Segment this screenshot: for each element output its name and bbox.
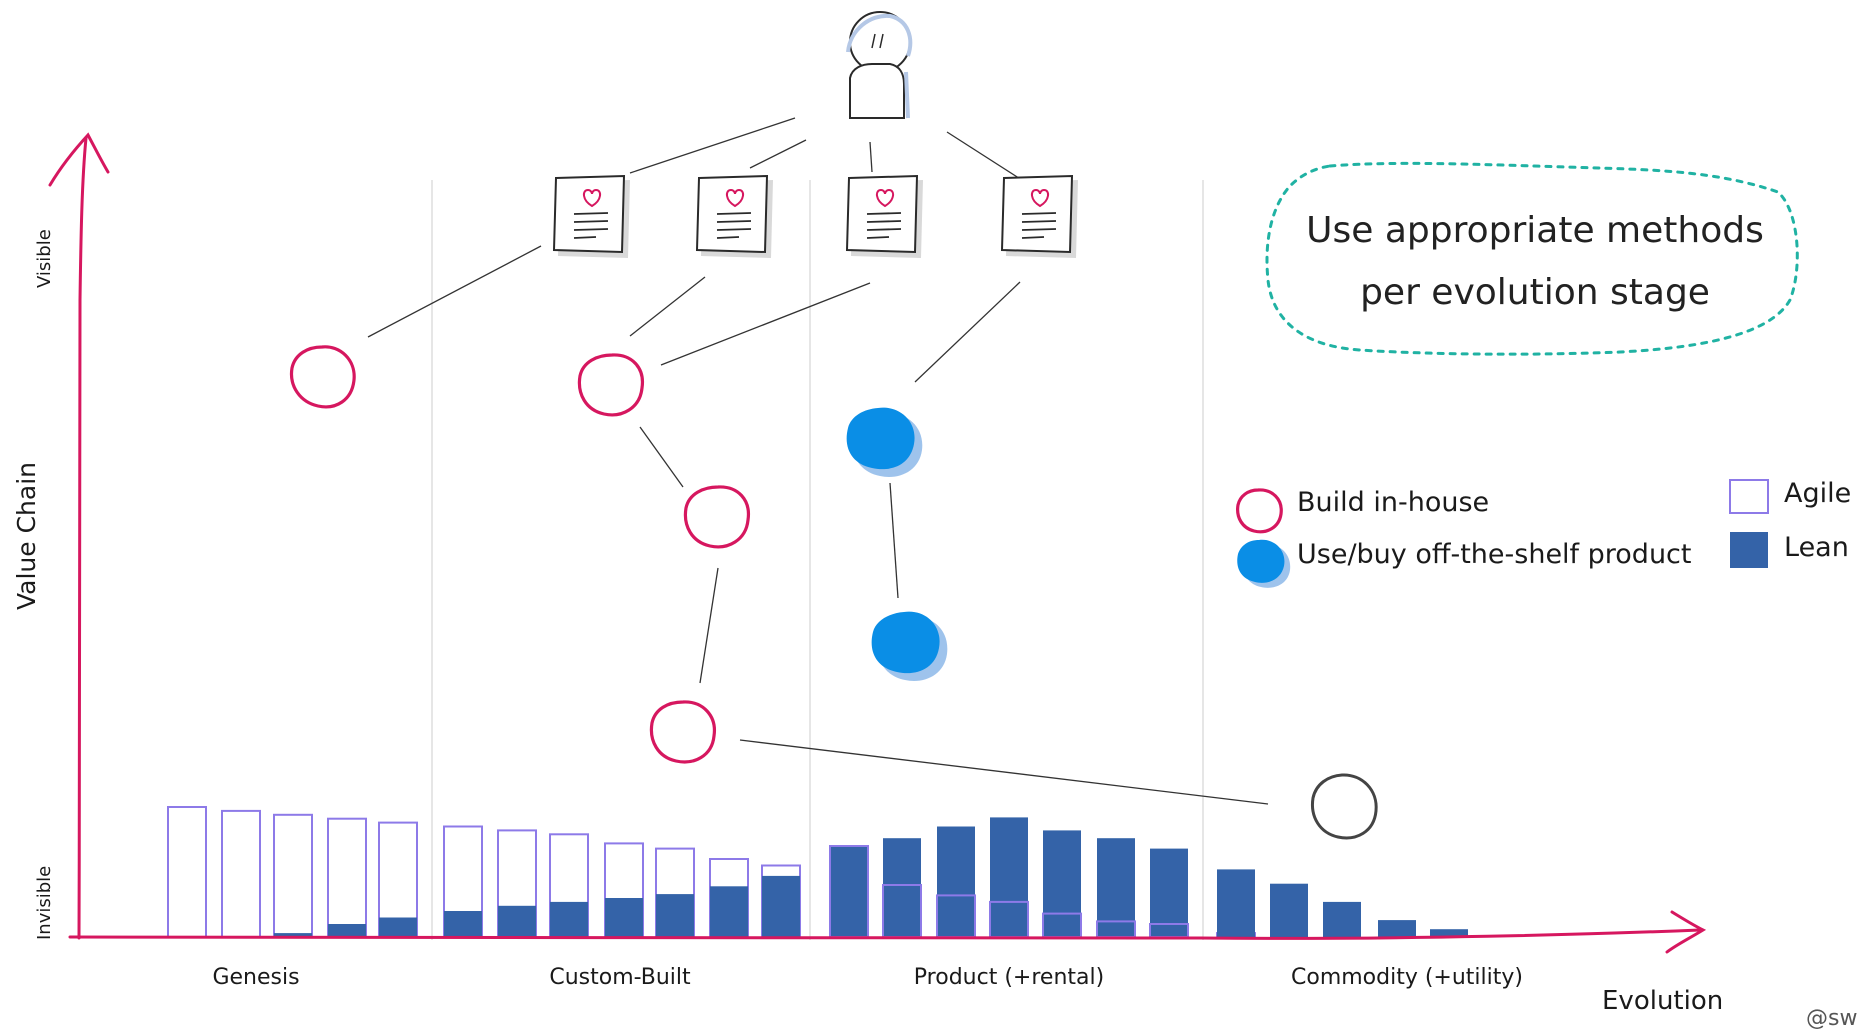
connector [367, 245, 542, 338]
document-icon [552, 174, 630, 258]
note-text: Use appropriate methods per evolution st… [1290, 200, 1780, 324]
lean-bar [1150, 848, 1188, 937]
y-axis-label: Value Chain [12, 461, 41, 610]
lean-bar [379, 917, 417, 937]
lean-bar [1217, 869, 1255, 937]
connector [629, 276, 706, 337]
lean-bar [710, 886, 748, 937]
lean-bar [1378, 920, 1416, 937]
buy-node [846, 407, 915, 470]
lean-bar [328, 924, 366, 937]
legend-build-label: Build in-house [1297, 487, 1490, 518]
lean-bar [1430, 929, 1468, 937]
build-node [683, 485, 750, 549]
note-line-2: per evolution stage [1360, 272, 1710, 313]
agile-bar [221, 809, 261, 939]
lean-bar [883, 838, 921, 937]
connector [889, 482, 899, 599]
connector [739, 739, 1269, 805]
connector [869, 141, 873, 173]
lean-bar [1270, 883, 1308, 937]
connector [749, 139, 807, 169]
x-axis-arrowhead [1665, 910, 1707, 954]
document-icon [695, 174, 773, 258]
agile-bar [327, 817, 367, 939]
stage-genesis: Genesis [212, 965, 300, 990]
user-figure-icon [846, 11, 913, 119]
y-axis-arrowhead [48, 132, 110, 187]
y-axis-bottom-label: Invisible [34, 865, 55, 940]
build-node [577, 353, 644, 417]
lean-bar [656, 894, 694, 937]
agile-bar [167, 806, 207, 938]
build-node [289, 345, 356, 409]
build-nodes [289, 345, 1283, 764]
y-axis-line [77, 136, 88, 940]
connector [914, 281, 1021, 383]
lean-bar [937, 826, 975, 937]
document-icon [845, 174, 923, 258]
document-icon [1000, 174, 1078, 258]
lean-bar [274, 933, 312, 937]
agile-bar [273, 813, 313, 938]
x-axis-label: Evolution [1602, 986, 1724, 1016]
buy-nodes [846, 407, 1291, 681]
lean-bar [990, 817, 1028, 937]
lean-bar [444, 911, 482, 937]
build-node-legend [1236, 488, 1283, 534]
lean-bar [605, 898, 643, 937]
customer-needs [552, 174, 1078, 258]
note-line-1: Use appropriate methods [1306, 210, 1764, 251]
connector [699, 567, 719, 684]
legend-agile-label: Agile [1784, 478, 1852, 509]
stage-commodity: Commodity (+utility) [1290, 965, 1524, 990]
lean-bar [1043, 830, 1081, 937]
methods-bar-chart [167, 806, 1468, 939]
y-axis-top-label: Visible [34, 229, 55, 288]
lean-bar [762, 875, 800, 937]
buy-node-legend [1237, 539, 1285, 583]
lean-legend-swatch [1730, 532, 1768, 568]
agile-legend-swatch [1729, 479, 1769, 514]
stage-separators [431, 180, 1204, 940]
lean-bar [830, 846, 868, 937]
stage-custom-built: Custom-Built [549, 965, 691, 990]
lean-bar [1323, 901, 1361, 937]
axes [48, 132, 1707, 954]
connector [660, 282, 871, 366]
lean-bar [498, 905, 536, 937]
commodity-node [1310, 773, 1378, 840]
stage-product: Product (+rental) [913, 965, 1105, 990]
build-node [649, 700, 716, 764]
lean-bar [550, 901, 588, 937]
connector [639, 426, 684, 488]
legend-lean-label: Lean [1784, 532, 1849, 563]
note-cloud-border [1265, 161, 1799, 356]
connector [946, 131, 1026, 183]
connector [629, 117, 796, 174]
buy-node [871, 611, 940, 674]
connectors [367, 117, 1269, 805]
x-axis-line [68, 928, 1702, 940]
legend-buy-label: Use/buy off-the-shelf product [1297, 539, 1692, 570]
